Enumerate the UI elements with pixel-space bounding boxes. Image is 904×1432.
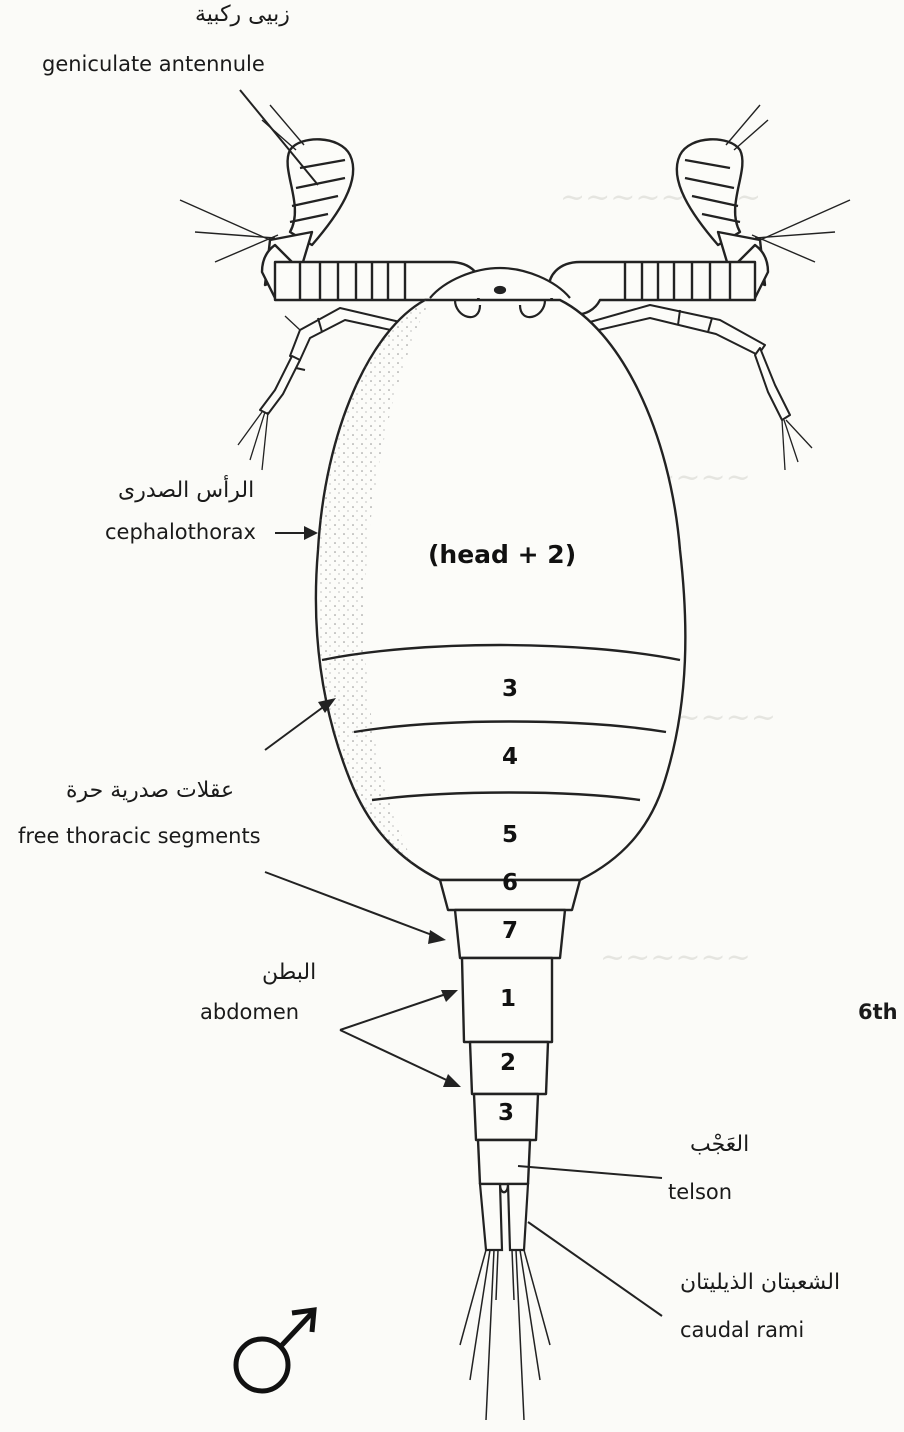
abdominal-segment-3-label: 3: [498, 1100, 514, 1126]
thoracic-segment-7-label: 7: [502, 918, 518, 944]
telson-label-ar: العَجْب: [690, 1132, 749, 1157]
caudal-rami-label-en: caudal rami: [680, 1318, 804, 1342]
abdomen-label-en: abdomen: [200, 1000, 299, 1024]
thoracic-segment-4-label: 4: [502, 744, 518, 770]
caudal-rami-label-ar: الشعبتان الذيليتان: [680, 1270, 840, 1295]
cephalothorax-label-ar: الرأس الصدرى: [118, 478, 254, 503]
abdomen-arrowhead-top: [441, 990, 458, 1002]
abdomen-arrowhead-bottom: [443, 1074, 461, 1087]
telson-label-en: telson: [668, 1180, 732, 1204]
left-antenna-setae: [238, 316, 300, 470]
right-antennule: [549, 139, 768, 314]
free-thoracic-label-en: free thoracic segments: [18, 824, 261, 848]
male-symbol-icon: [236, 1310, 314, 1391]
abdominal-segment-1-label: 1: [500, 986, 516, 1012]
free-thoracic-arrowhead-bottom: [428, 930, 446, 944]
antennule-label-en: geniculate antennule: [42, 52, 265, 76]
free-thoracic-arrow-line-bottom: [265, 872, 440, 938]
head-segment-label: (head + 2): [428, 540, 576, 569]
cephalothorax-arrowhead: [304, 526, 318, 540]
cut-off-text: 6th: [858, 1000, 898, 1024]
abdomen-label-ar: البطن: [262, 960, 316, 985]
antennule-leader: [240, 90, 318, 185]
telson-leader: [518, 1166, 662, 1178]
thoracic-segment-6-label: 6: [502, 870, 518, 896]
caudal-rami-leader: [528, 1222, 662, 1316]
abdomen-arrow-line-top: [340, 992, 452, 1030]
antennule-label-ar: زبيى ركبية: [195, 2, 290, 27]
caudal-rami: [480, 1184, 528, 1250]
thoracic-segment-5-label: 5: [502, 822, 518, 848]
abdomen-arrow-line-bottom: [340, 1030, 455, 1084]
free-thoracic-label-ar: عقلات صدرية حرة: [66, 778, 234, 803]
thoracic-segment-3-label: 3: [502, 676, 518, 702]
cephalothorax-label-en: cephalothorax: [105, 520, 256, 544]
free-thoracic-arrow-line-top: [265, 702, 330, 750]
right-antenna-setae: [782, 420, 812, 470]
caudal-setae: [460, 1250, 550, 1420]
abdominal-segment-2-label: 2: [500, 1050, 516, 1076]
